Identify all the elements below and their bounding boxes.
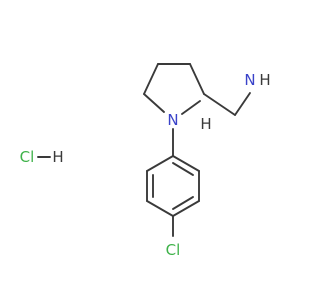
bond-ch2-n: [234, 92, 251, 116]
bond-ar3-ar4: [146, 200, 174, 217]
amine-nitrogen-label: N: [244, 71, 255, 89]
double-bond-ar6-ar1: [172, 162, 194, 176]
bond-c2-n1: [181, 100, 201, 115]
aminomethyl-chain: [203, 92, 251, 116]
amine-hydrogen-label: H: [259, 71, 270, 89]
bond-n1-c5: [143, 93, 165, 113]
bond-c3-c2: [189, 63, 205, 95]
chlorophenyl-ring: [146, 155, 200, 217]
bond-ar4-ar5: [172, 200, 200, 217]
chiral-hydrogen-label: H: [200, 115, 211, 133]
bond-c5-c4: [143, 63, 159, 95]
hcl-chlorine-label: Cl: [20, 148, 35, 166]
bond-ar1-ar2: [146, 155, 174, 172]
bond-ar6-ar1: [172, 155, 200, 172]
double-bond-ar4-ar5: [172, 196, 194, 210]
ring-nitrogen-label: N: [167, 111, 178, 129]
aryl-chlorine-label: Cl: [166, 241, 181, 259]
pyrrolidine-ring: [143, 63, 205, 115]
hcl-hydrogen-label: H: [52, 148, 63, 166]
bond-c2-ch2: [203, 93, 236, 116]
chemical-structure: N H H N Cl Cl H: [20, 63, 271, 259]
